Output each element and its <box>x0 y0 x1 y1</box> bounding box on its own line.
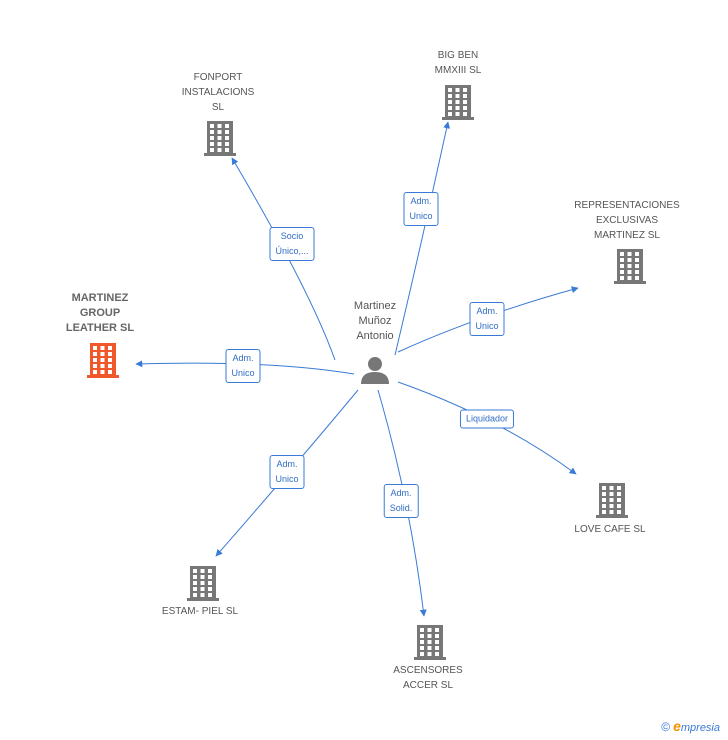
company-name-estam[interactable]: ESTAM- PIEL SL <box>161 606 239 617</box>
relation-label-bigben[interactable]: Adm. Unico <box>403 192 439 226</box>
building-icon[interactable] <box>596 483 628 518</box>
relation-label-martinez-group[interactable]: Adm. Unico <box>225 349 261 383</box>
edge-fonport <box>231 157 336 361</box>
relation-label-ascensores[interactable]: Adm. Solid. <box>383 484 419 518</box>
footer-brand: ©empresia <box>661 718 720 734</box>
brand-initial: e <box>673 718 681 734</box>
person-icon[interactable] <box>361 357 389 384</box>
company-name-martinez-group[interactable]: MARTINEZ GROUP LEATHER SL <box>65 292 135 334</box>
center-person-name[interactable]: Martinez Muñoz Antonio <box>353 300 397 342</box>
company-name-ascensores[interactable]: ASCENSORES ACCER SL <box>393 665 463 691</box>
company-name-fonport[interactable]: FONPORT INSTALACIONS SL <box>181 72 255 113</box>
relation-label-fonport[interactable]: Socio Único,... <box>269 227 315 261</box>
building-icon[interactable] <box>87 343 119 378</box>
building-icon[interactable] <box>187 566 219 601</box>
company-name-representaciones[interactable]: REPRESENTACIONES EXCLUSIVAS MARTINEZ SL <box>574 200 680 241</box>
brand-name: mpresia <box>680 722 720 734</box>
relation-label-lovecafe[interactable]: Liquidador <box>459 409 515 429</box>
node-icons <box>87 85 646 660</box>
building-icon[interactable] <box>442 85 474 120</box>
copyright-symbol: © <box>661 720 671 734</box>
building-icon[interactable] <box>614 249 646 284</box>
relationship-edges <box>135 121 579 617</box>
building-icon[interactable] <box>414 625 446 660</box>
company-name-bigben[interactable]: BIG BEN MMXIII SL <box>434 50 482 76</box>
company-name-lovecafe[interactable]: LOVE CAFE SL <box>574 524 646 535</box>
relation-label-estam[interactable]: Adm. Unico <box>269 455 305 489</box>
relation-label-representaciones[interactable]: Adm. Unico <box>469 302 505 336</box>
building-icon[interactable] <box>204 121 236 156</box>
edge-bigben <box>394 121 451 356</box>
